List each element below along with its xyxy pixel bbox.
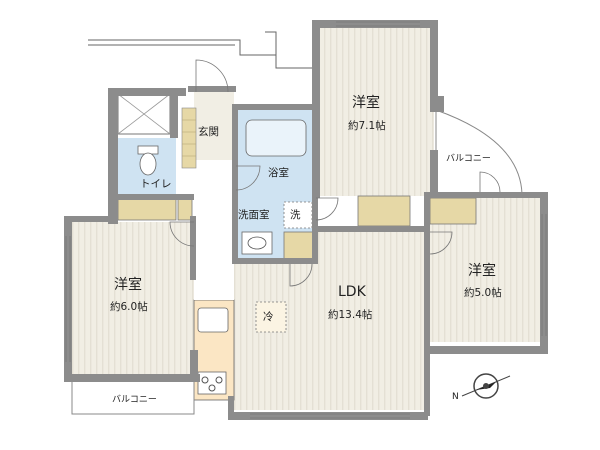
room-western-2-size: 約5.0帖 — [464, 287, 502, 299]
room-washroom-label: 洗面室 — [238, 209, 270, 221]
door-swings — [169, 59, 501, 287]
room-entrance — [194, 90, 234, 160]
washer-label: 洗 — [290, 209, 301, 221]
room-western-3 — [72, 222, 194, 376]
compass-icon — [461, 373, 511, 399]
balcony-west-label: バルコニー — [112, 395, 157, 405]
room-western-2-name: 洋室 — [468, 263, 496, 279]
room-western-1 — [318, 26, 434, 196]
room-toilet-label: トイレ — [140, 178, 172, 190]
room-entrance-label: 玄関 — [198, 126, 219, 138]
fridge-label: 冷 — [263, 311, 274, 323]
bathtub — [245, 119, 307, 157]
washer-space — [283, 201, 313, 229]
room-ldk — [234, 230, 430, 410]
closet-top-room — [357, 195, 411, 227]
corridor — [194, 160, 234, 300]
room-ldk-size: 約13.4帖 — [328, 309, 373, 321]
compass-north-label: N — [452, 392, 459, 402]
closet-left — [117, 197, 177, 221]
room-western-3-size: 約6.0帖 — [110, 301, 148, 313]
windows — [65, 21, 547, 419]
exterior-outline — [88, 31, 318, 69]
pipe-shaft — [117, 93, 171, 135]
closet-right-room — [429, 197, 477, 225]
storage-ldk — [283, 231, 315, 261]
closet-left-small — [177, 197, 193, 221]
shoe-shelf-lines — [182, 119, 196, 157]
fridge-space — [255, 301, 287, 333]
balcony-east-label: バルコニー — [446, 154, 491, 164]
room-ldk-name: LDK — [338, 284, 366, 300]
toilet-icon — [137, 145, 159, 176]
shoe-cabinet — [181, 107, 197, 169]
room-western-1-name: 洋室 — [352, 95, 380, 111]
wash-basin-icon — [241, 231, 273, 255]
stove-icon — [197, 371, 227, 395]
walls — [64, 20, 548, 420]
room-western-1-size: 約7.1帖 — [348, 120, 386, 132]
room-bathroom-label: 浴室 — [268, 167, 289, 179]
room-western-3-name: 洋室 — [114, 277, 142, 293]
kitchen-sink — [197, 307, 229, 333]
